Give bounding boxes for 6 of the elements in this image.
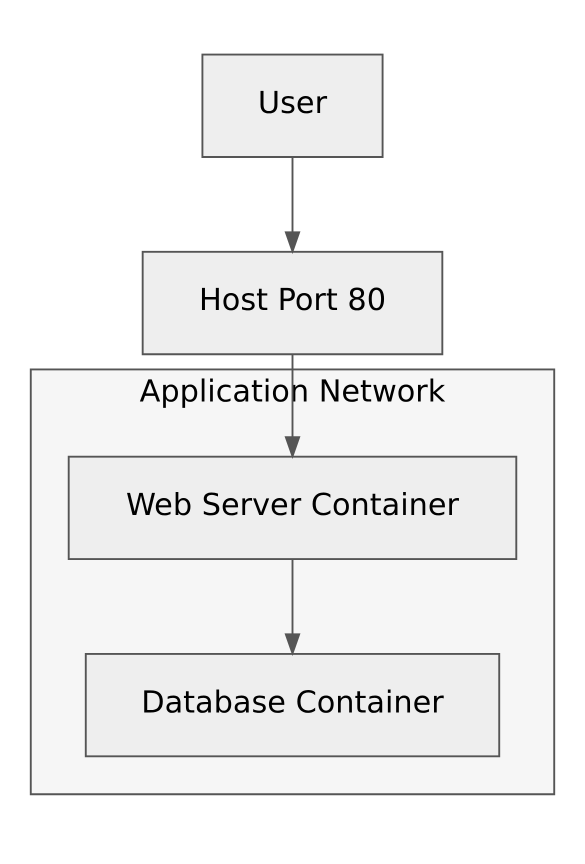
node-box: User [201, 54, 384, 158]
arrow [284, 157, 300, 254]
node-box: Host Port 80 [142, 250, 444, 356]
node-box: Web Server Container [68, 456, 518, 560]
arrow [284, 559, 300, 656]
node-box: Database Container [84, 652, 500, 758]
